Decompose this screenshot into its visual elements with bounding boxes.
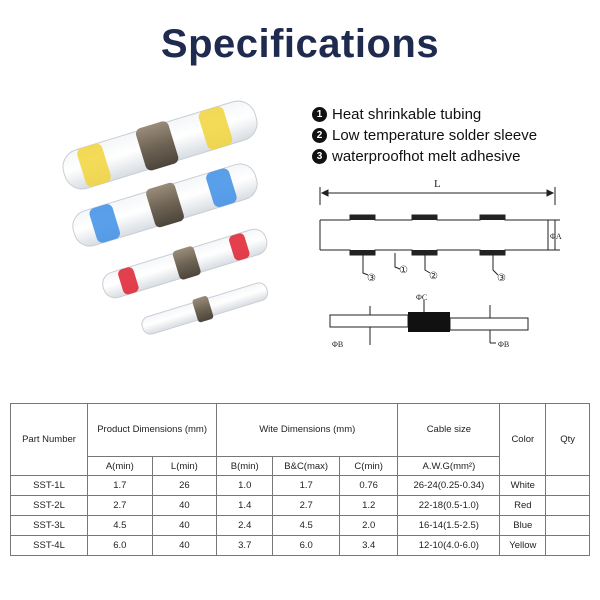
dia-a-dimension [540,219,560,251]
cell-b: 1.4 [216,495,274,516]
callout-1: ① [399,265,408,276]
sub-a-min: A(min) [87,456,153,476]
cell-cable: 22-18(0.5-1.0) [397,495,501,516]
cell-b: 2.4 [216,515,274,536]
spec-legend: 1 Heat shrinkable tubing 2 Low temperatu… [312,104,537,167]
callout-3-right: ③ [497,273,506,284]
cell-l: 40 [151,515,218,536]
cell-a: 6.0 [87,535,153,556]
cell-l: 26 [151,475,218,496]
cell-bc: 1.7 [272,475,340,496]
cell-color: Red [499,495,547,516]
cell-cable: 12-10(4.0-6.0) [397,535,501,556]
cell-l: 40 [151,535,218,556]
cell-cable: 26-24(0.25-0.34) [397,475,501,496]
dimension-diagram: L ΦA ③ ① ② ③ [319,178,562,349]
cell-cable: 16-14(1.5-2.5) [397,515,501,536]
number-badge-icon: 1 [312,107,327,122]
cell-part: SST-4L [9,535,89,556]
legend-item-2: 2 Low temperature solder sleeve [312,125,537,146]
table-row: SST-2L 2.7 40 1.4 2.7 1.2 22-18(0.5-1.0)… [9,495,590,516]
yellow-connector [62,100,258,190]
sub-awg: A.W.G(mm²) [397,456,501,476]
cell-bc: 2.7 [272,495,340,516]
cell-color: Yellow [499,535,547,556]
number-badge-icon: 2 [312,128,327,143]
sub-bc-max: B&C(max) [272,456,340,476]
sub-l-min: L(min) [151,456,218,476]
cell-l: 40 [151,495,218,516]
cell-b: 1.0 [216,475,274,496]
cell-qty [545,495,590,516]
cell-b: 3.7 [216,535,274,556]
cell-color: White [499,475,547,496]
callout-2: ② [429,271,438,282]
table-row: SST-1L 1.7 26 1.0 1.7 0.76 26-24(0.25-0.… [9,475,590,496]
table-row: SST-3L 4.5 40 2.4 4.5 2.0 16-14(1.5-2.5)… [9,515,590,536]
white-connector [141,282,269,335]
red-connector [102,228,268,299]
legend-text: waterproofhot melt adhesive [332,148,521,165]
length-dimension [319,187,556,205]
cell-qty [545,535,590,556]
spec-table: Part Number Product Dimensions (mm) Wite… [9,403,590,556]
cell-c: 3.4 [338,535,399,556]
cell-part: SST-2L [9,495,89,516]
cell-c: 0.76 [338,475,399,496]
cell-a: 2.7 [87,495,153,516]
dia-a-label: ΦA [550,232,562,241]
cell-bc: 4.5 [272,515,340,536]
length-label: L [434,178,441,190]
cell-a: 4.5 [87,515,153,536]
cell-part: SST-3L [9,515,89,536]
table-row: SST-4L 6.0 40 3.7 6.0 3.4 12-10(4.0-6.0)… [9,535,590,556]
cell-qty [545,475,590,496]
legend-text: Heat shrinkable tubing [332,106,482,123]
callout-3-left: ③ [367,273,376,284]
sub-c-min: C(min) [338,456,399,476]
band-fills [350,215,505,255]
header-row: Part Number Product Dimensions (mm) Wite… [9,403,590,476]
cell-color: Blue [499,515,547,536]
dia-b-label-right: ΦB [498,340,509,349]
cell-c: 2.0 [338,515,399,536]
solder-joint [408,312,450,332]
legend-text: Low temperature solder sleeve [332,127,538,144]
dia-b-label-left: ΦB [332,340,343,349]
col-qty: Qty [545,403,590,476]
number-badge-icon: 3 [312,149,327,164]
col-cable-size: Cable size [397,403,501,457]
legend-item-3: 3 waterproofhot melt adhesive [312,146,537,167]
cell-a: 1.7 [87,475,153,496]
cell-bc: 6.0 [272,535,340,556]
col-part-number: Part Number [9,403,89,476]
col-color: Color [499,403,547,476]
cell-c: 1.2 [338,495,399,516]
cell-part: SST-1L [9,475,89,496]
page-title: Specifications [160,22,440,66]
dia-c-label: ΦC [416,293,427,302]
legend-item-1: 1 Heat shrinkable tubing [312,104,537,125]
product-photo [62,100,269,335]
cell-qty [545,515,590,536]
col-wire-dimensions: Wite Dimensions (mm) [216,403,399,457]
callout-lines [362,253,499,276]
blue-connector [72,163,258,247]
sub-b-min: B(min) [216,456,274,476]
col-product-dimensions: Product Dimensions (mm) [87,403,218,457]
tube-outline [319,214,556,256]
